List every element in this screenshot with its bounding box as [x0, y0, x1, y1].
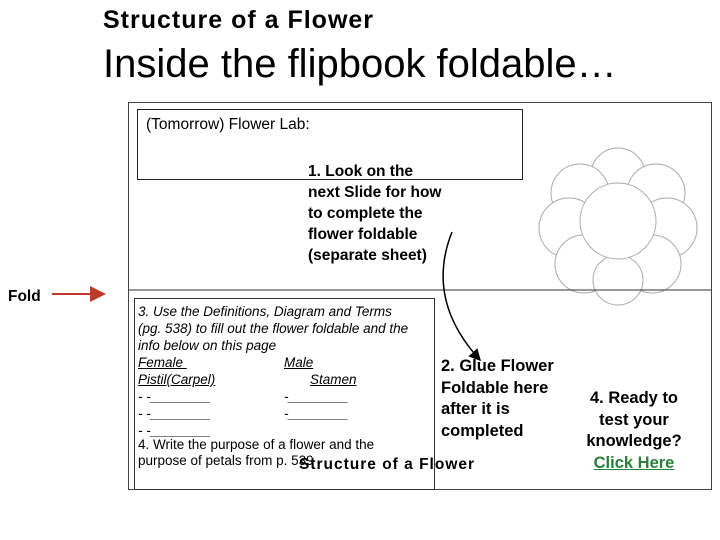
blank-row: - -________ [138, 422, 408, 439]
step1-line: flower foldable [308, 226, 418, 243]
definitions-row-sex: Female Male [138, 354, 408, 371]
male-term: Male [284, 355, 314, 370]
blank-right: -________ [284, 406, 349, 421]
fold-label: Fold [8, 288, 41, 305]
glue-arrow [442, 231, 482, 362]
lab-box [137, 109, 523, 180]
definitions-intro-line: 3. Use the Definitions, Diagram and Term… [138, 304, 392, 319]
stamen-term: Stamen [284, 371, 357, 388]
blank-left: - -________ [138, 423, 211, 438]
definitions-intro-line: info below on this page [138, 338, 277, 353]
step2-instructions: 2. Glue Flower Foldable here after it is… [441, 356, 571, 442]
blank-row: - -________ -________ [138, 405, 408, 422]
flower-icon [538, 147, 698, 306]
definitions-text: 3. Use the Definitions, Diagram and Term… [138, 303, 408, 439]
quiz-line: 4. Ready to [589, 389, 679, 407]
quiz-line: knowledge? [586, 432, 682, 450]
step1-line: 1. Look on the [308, 163, 414, 180]
blank-right: -________ [284, 389, 349, 404]
lab-label: (Tomorrow) Flower Lab: [146, 116, 310, 133]
quiz-prompt: 4. Ready to test your knowledge? Click H… [569, 388, 699, 474]
footer-title: Structure of a Flower [299, 456, 476, 473]
blank-left: - -________ [138, 389, 211, 404]
step1-line: next Slide for how [308, 184, 442, 201]
step2-line: completed [441, 421, 524, 440]
pistil-term: Pistil(Carpel) [138, 372, 216, 387]
definitions-intro-line: (pg. 538) to fill out the flower foldabl… [138, 321, 409, 336]
blank-left: - -________ [138, 406, 211, 421]
step4-line: 4. Write the purpose of a flower and the [138, 437, 375, 452]
female-term: Female [138, 355, 184, 370]
step2-line: 2. Glue Flower [441, 357, 554, 375]
step4-line: purpose of petals from p. 539 [138, 453, 314, 468]
click-here-link[interactable]: Click Here [593, 453, 675, 472]
step1-line: (separate sheet) [308, 247, 427, 264]
page-subtitle: Inside the flipbook foldable… [103, 42, 617, 86]
step2-line: after it is [441, 400, 510, 418]
female-blank [183, 354, 269, 371]
step1-instructions: 1. Look on the next Slide for how to com… [308, 161, 483, 266]
page-title: Structure of a Flower [103, 6, 375, 34]
stamen-label: Stamen [310, 372, 357, 387]
blank-row: - -________ -________ [138, 388, 408, 405]
step2-line: Foldable here [441, 378, 549, 397]
step1-line: to complete the [308, 205, 423, 222]
step4-instructions: 4. Write the purpose of a flower and the… [138, 437, 374, 469]
definitions-box [134, 298, 435, 490]
definitions-row-organ: Pistil(Carpel) Stamen [138, 371, 408, 388]
quiz-line: test your [599, 410, 669, 429]
